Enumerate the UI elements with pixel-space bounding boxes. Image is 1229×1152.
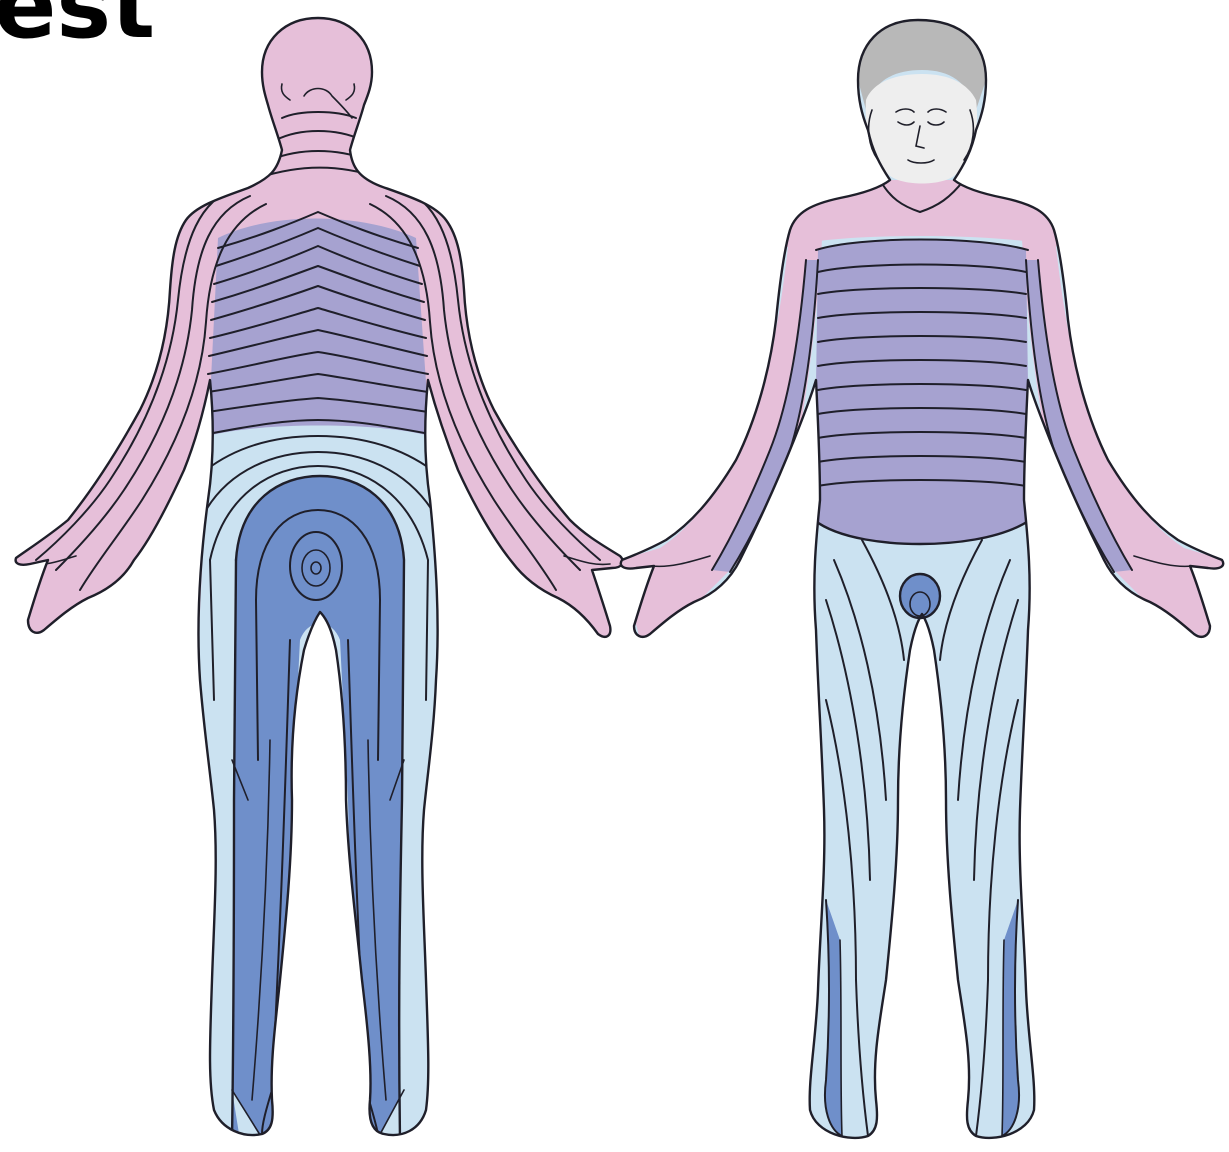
anterior-figure bbox=[600, 0, 1229, 1152]
posterior-figure bbox=[0, 0, 640, 1152]
front-thoracic-zone bbox=[814, 240, 1030, 545]
